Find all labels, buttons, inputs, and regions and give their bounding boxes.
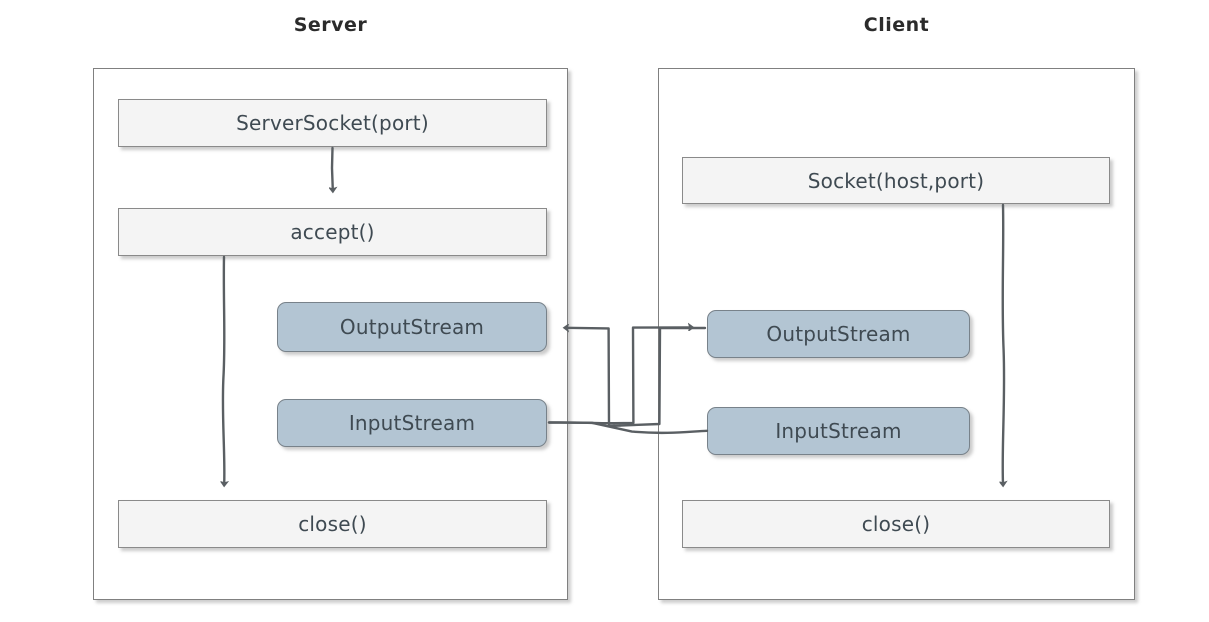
server-panel-title: Server	[293, 14, 368, 36]
server-node-output-stream[interactable]: OutputStream	[277, 302, 547, 352]
client-node-output-stream[interactable]: OutputStream	[707, 310, 970, 358]
server-node-accept[interactable]: accept()	[118, 208, 547, 256]
server-node-input-stream[interactable]: InputStream	[277, 399, 547, 447]
client-node-socket[interactable]: Socket(host,port)	[682, 157, 1110, 204]
client-node-input-stream[interactable]: InputStream	[707, 407, 970, 455]
client-panel-title: Client	[863, 14, 930, 36]
server-node-close[interactable]: close()	[118, 500, 547, 548]
client-node-close[interactable]: close()	[682, 500, 1110, 548]
wire-client-output-to-server-output	[566, 328, 622, 428]
server-node-server-socket[interactable]: ServerSocket(port)	[118, 99, 547, 147]
